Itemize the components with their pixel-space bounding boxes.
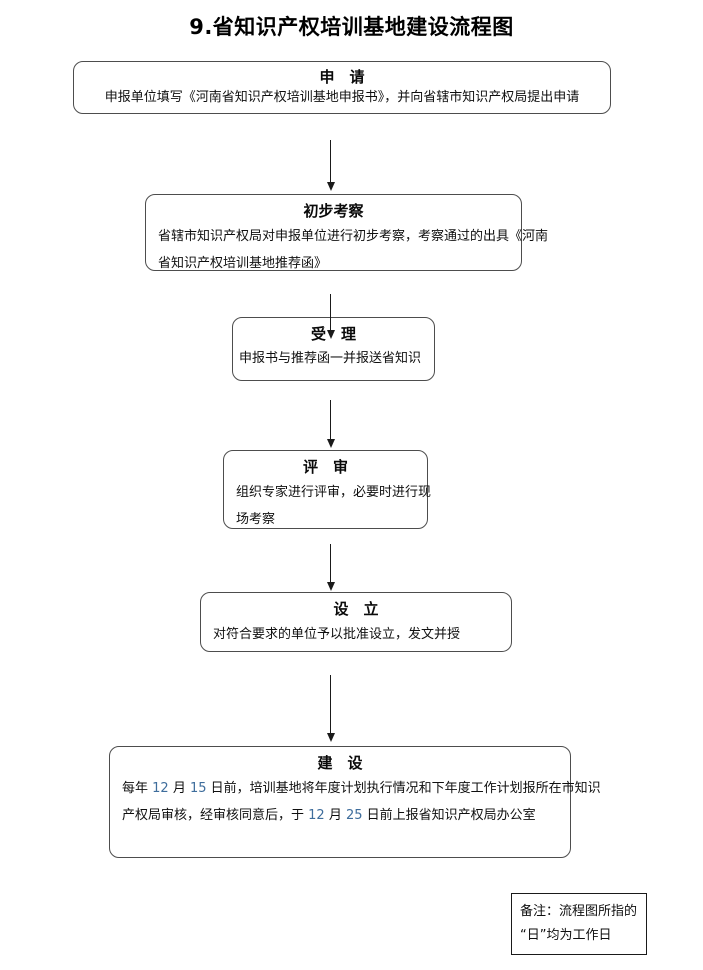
flow-step-inspect: 初步考察 省辖市知识产权局对申报单位进行初步考察，考察通过的出具《河南 省知识产… (145, 194, 548, 271)
arrow-shaft (329, 400, 332, 439)
body-text: 产权局审核，经审核同意后，于 (122, 808, 309, 823)
date-number: 15 (189, 781, 207, 796)
arrow-shaft (329, 675, 332, 733)
step-body: 省辖市知识产权局对申报单位进行初步考察，考察通过的出具《河南 省知识产权培训基地… (146, 223, 549, 277)
flow-step-establish: 设 立 对符合要求的单位予以批准设立，发文并授 (200, 592, 512, 652)
flow-arrow-down (326, 544, 335, 591)
flow-arrow-down (326, 140, 335, 191)
step-body-line: 组织专家进行评审，必要时进行现 (236, 485, 432, 500)
step-body-line: 省知识产权培训基地推荐函》 (158, 256, 328, 271)
step-body-line: 每年 12 月 15 日前，培训基地将年度计划执行情况和下年度工作计划报所在市知… (122, 775, 601, 802)
flow-arrow-down (326, 294, 335, 339)
note-box: 备注：流程图所指的 “日”均为工作日 (511, 893, 647, 955)
flow-step-review: 评 审 组织专家进行评审，必要时进行现 场考察 (223, 450, 431, 529)
step-title: 设 立 (333, 600, 379, 618)
step-title: 申 请 (319, 68, 365, 86)
flow-arrow-down (326, 400, 335, 448)
step-body: 对符合要求的单位予以批准设立，发文并授 (213, 627, 461, 642)
date-number: 12 (152, 781, 169, 796)
step-body: 每年 12 月 15 日前，培训基地将年度计划执行情况和下年度工作计划报所在市知… (110, 775, 601, 829)
date-number: 25 (345, 808, 363, 823)
flow-step-accept: 受 理 申报书与推荐函一并报送省知识 (232, 317, 435, 381)
arrow-shaft (329, 544, 332, 582)
step-body: 组织专家进行评审，必要时进行现 场考察 (224, 479, 432, 533)
date-number: 12 (308, 808, 325, 823)
flow-arrow-down (326, 675, 335, 742)
arrow-head-icon (326, 733, 335, 742)
page-title: 9.省知识产权培训基地建设流程图 (189, 15, 514, 39)
step-title: 建 设 (317, 754, 363, 772)
note-line: “日”均为工作日 (520, 928, 612, 943)
step-body-line: 产权局审核，经审核同意后，于 12 月 25 日前上报省知识产权局办公室 (122, 802, 558, 829)
body-text: 月 (324, 808, 346, 823)
step-body-line: 省辖市知识产权局对申报单位进行初步考察，考察通过的出具《河南 (158, 229, 549, 244)
flow-step-build: 建 设 每年 12 月 15 日前，培训基地将年度计划执行情况和下年度工作计划报… (109, 746, 601, 858)
body-text: 每年 (122, 781, 153, 796)
step-body: 申报书与推荐函一并报送省知识 (239, 351, 422, 366)
arrow-head-icon (326, 182, 335, 191)
note-line: 备注：流程图所指的 (520, 904, 638, 919)
arrow-head-icon (326, 330, 335, 339)
body-text: 月 (168, 781, 190, 796)
step-body: 申报单位填写《河南省知识产权培训基地申报书》，并向省辖市知识产权局提出申请 (104, 90, 580, 105)
arrow-head-icon (326, 582, 335, 591)
flow-step-apply: 申 请 申报单位填写《河南省知识产权培训基地申报书》，并向省辖市知识产权局提出申… (73, 61, 611, 114)
step-body-line: 场考察 (236, 512, 276, 527)
step-title: 评 审 (302, 458, 348, 476)
arrow-shaft (329, 294, 332, 330)
step-title: 初步考察 (303, 202, 364, 220)
arrow-head-icon (326, 439, 335, 448)
body-text: 日前，培训基地将年度计划执行情况和下年度工作计划报所在市知识 (206, 781, 601, 796)
body-text: 日前上报省知识产权局办公室 (362, 808, 536, 823)
arrow-shaft (329, 140, 332, 182)
